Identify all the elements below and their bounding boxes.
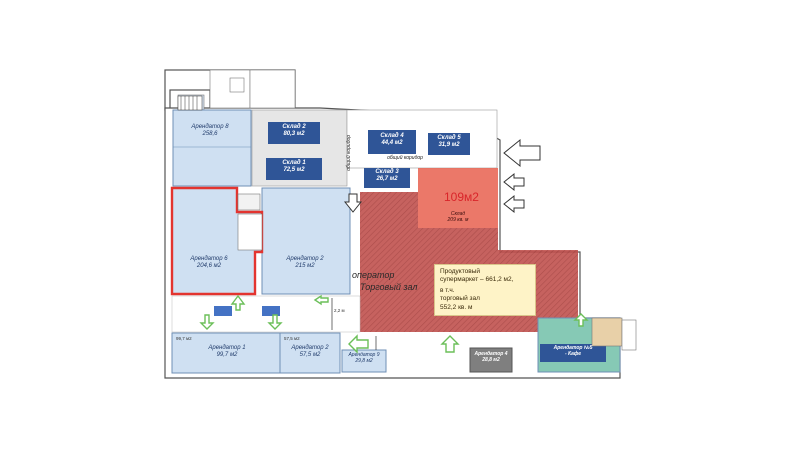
tenant-2b-name: Арендатор 2 bbox=[291, 345, 329, 351]
entry-arrows bbox=[343, 138, 541, 214]
unit-tenant-2b[interactable] bbox=[279, 332, 341, 374]
unit-tenant-8[interactable] bbox=[172, 109, 252, 187]
service-block bbox=[237, 193, 261, 211]
store-red-area: 209 кв. м bbox=[447, 216, 469, 223]
tenant-6-area: 204,6 м2 bbox=[196, 262, 222, 269]
tenant-5-label: Арендатор №5 - Кафе bbox=[540, 345, 606, 358]
store-1-label: Склад 1 72,5 м2 bbox=[266, 160, 322, 174]
blue-marker-2 bbox=[262, 306, 280, 316]
store-2-name: Склад 2 bbox=[282, 124, 306, 130]
tenant-2b-area: 57,5 м2 bbox=[299, 351, 321, 358]
tenant-2-label: Арендатор 2 215 м2 bbox=[270, 256, 340, 270]
unit-tenant-9[interactable] bbox=[341, 349, 387, 373]
right-small bbox=[621, 319, 637, 351]
store-4-label: Склад 4 44,4 м2 bbox=[368, 133, 416, 147]
store-4-name: Склад 4 bbox=[380, 133, 404, 139]
tenant-1-label: Арендатор 1 99,7 м2 bbox=[182, 345, 272, 359]
tenant-2-area: 215 м2 bbox=[295, 262, 315, 269]
tenant-6-label: Арендатор 6 204,6 м2 bbox=[176, 256, 242, 270]
supermarket-area: супермаркет – 661,2 м2, bbox=[440, 276, 514, 284]
tenant-9-name: Арендатор 9 bbox=[348, 352, 380, 358]
common-corridor-label: общий коридор bbox=[387, 155, 423, 161]
tenant-5-name: Арендатор №5 bbox=[553, 345, 593, 351]
store-3-box[interactable] bbox=[364, 168, 410, 188]
tenant-8-name: Арендатор 8 bbox=[191, 124, 229, 130]
unit-storage-red[interactable] bbox=[418, 168, 498, 228]
blue-marker-1 bbox=[214, 306, 232, 316]
tenant-8-area: 258,6 bbox=[202, 130, 218, 137]
supermarket-incl: в т.ч. bbox=[440, 287, 455, 295]
store-2-area: 80,3 м2 bbox=[283, 130, 305, 137]
store-4-box[interactable] bbox=[368, 130, 416, 154]
unit-tenant-1[interactable] bbox=[171, 332, 281, 374]
store-3-label: Склад 3 26,7 м2 bbox=[364, 169, 410, 183]
store-1-area: 72,5 м2 bbox=[283, 166, 305, 173]
tenant-9-label: Арендатор 9 29,8 м2 bbox=[342, 352, 386, 365]
tenant-8-label: Арендатор 8 258,6 bbox=[178, 124, 242, 138]
unit-tenant-2[interactable] bbox=[261, 187, 351, 295]
store-5-area: 31,9 м2 bbox=[438, 141, 460, 148]
tenant-9-area: 29,8 м2 bbox=[355, 357, 373, 364]
tenant-4-label: Арендатор 4 28,8 м2 bbox=[470, 351, 512, 364]
tenant-2b-label: Арендатор 2 57,5 м2 bbox=[282, 345, 338, 359]
store-red-label: Склад 209 кв. м bbox=[428, 211, 488, 224]
store-5-box[interactable] bbox=[428, 133, 470, 155]
supermarket-title: Продуктовый bbox=[440, 268, 480, 275]
tenant-4-name: Арендатор 4 bbox=[474, 351, 508, 357]
tenant-1-area: 99,7 м2 bbox=[216, 351, 238, 358]
store-5-label: Склад 5 31,9 м2 bbox=[428, 135, 470, 149]
cafe-label-box bbox=[540, 344, 606, 362]
operator-label: оператор bbox=[352, 270, 395, 280]
supermarket-hall-area: 552,2 кв. м bbox=[440, 303, 473, 311]
dim-2: 57,5 м2 bbox=[284, 336, 300, 341]
green-arrows bbox=[199, 294, 589, 354]
store-5-name: Склад 5 bbox=[437, 135, 461, 141]
tenant-1-name: Арендатор 1 bbox=[208, 345, 246, 351]
trade-hall-label: Торговый зал bbox=[360, 282, 418, 292]
supermarket-note: Продуктовый супермаркет – 661,2 м2, в т.… bbox=[434, 264, 536, 316]
store-1-name: Склад 1 bbox=[282, 160, 306, 166]
stairs-top-left bbox=[177, 95, 203, 111]
supermarket-hall: торговый зал bbox=[440, 295, 480, 303]
store-red-name: Склад bbox=[450, 211, 466, 217]
corridor-vertical-label: общий коридор bbox=[346, 134, 353, 171]
unit-tenant-4[interactable] bbox=[469, 347, 513, 373]
store-3-area: 26,7 м2 bbox=[376, 175, 398, 182]
dim-1: 99,7 м2 bbox=[176, 336, 192, 341]
dim-3: 2,2 м bbox=[334, 308, 345, 313]
tenant-5-area: - Кафе bbox=[564, 350, 582, 357]
service-block-2 bbox=[237, 213, 263, 251]
stair-block bbox=[591, 317, 623, 347]
store-4-area: 44,4 м2 bbox=[381, 139, 403, 146]
store-3-name: Склад 3 bbox=[375, 169, 399, 175]
store-2-label: Склад 2 80,3 м2 bbox=[268, 124, 320, 138]
store-2-box[interactable] bbox=[268, 122, 320, 144]
tenant-4-area: 28,8 м2 bbox=[482, 356, 500, 363]
tenant-2-name: Арендатор 2 bbox=[286, 256, 324, 262]
dimension-lines bbox=[331, 298, 377, 350]
tenant-6-name: Арендатор 6 bbox=[190, 256, 228, 262]
big-area-label: 109м2 bbox=[444, 190, 479, 204]
store-1-box[interactable] bbox=[266, 158, 322, 180]
